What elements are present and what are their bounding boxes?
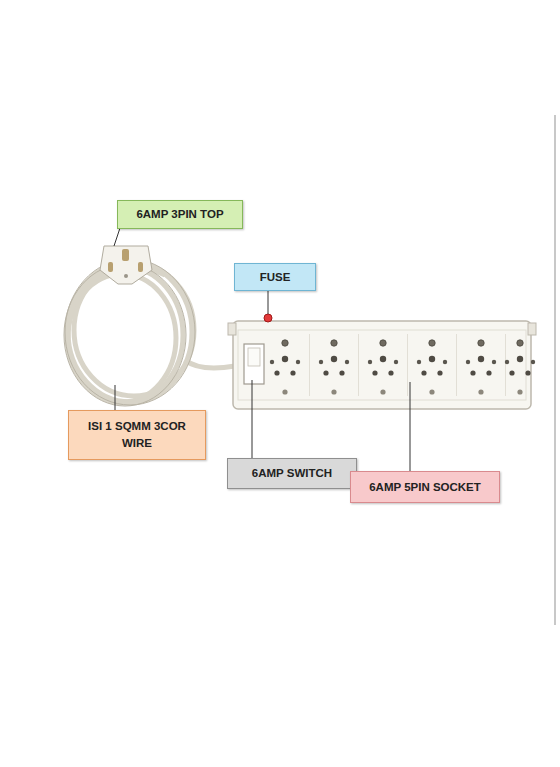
socket-hole [323,370,328,375]
socket-divider [407,334,408,396]
callout-text: ISI 1 SQMM 3COR WIRE [75,418,199,452]
socket-hole [466,360,470,364]
socket-hole [517,389,522,394]
socket-hole [492,360,496,364]
socket-hole [486,370,491,375]
socket-row [270,334,535,396]
socket-divider [358,334,359,396]
extension-board [228,321,536,409]
socket-hole [282,389,287,394]
socket-hole [296,360,300,364]
callout-text: 6AMP SWITCH [252,465,332,482]
switch-callout: 6AMP SWITCH [227,458,357,489]
fuse-callout: FUSE [234,263,316,291]
socket-divider [456,334,457,396]
socket-hole [331,340,337,346]
plug-top [100,246,152,284]
wire-callout: ISI 1 SQMM 3COR WIRE [68,410,206,460]
socket-hole [478,356,484,362]
socket-hole [517,356,523,362]
socket-hole [368,360,372,364]
socket-hole [380,389,385,394]
socket-hole [380,340,386,346]
switch [244,344,264,384]
callout-text: 6AMP 5PIN SOCKET [369,479,481,496]
socket-hole [417,360,421,364]
socket-hole [345,360,349,364]
socket-hole [470,370,475,375]
socket-hole [274,370,279,375]
socket-divider [505,334,506,396]
socket-hole [282,340,288,346]
socket-divider [309,334,310,396]
plug-callout: 6AMP 3PIN TOP [117,200,243,229]
socket-hole [394,360,398,364]
coiled-cable [67,262,235,403]
socket-hole [290,370,295,375]
socket-hole [270,360,274,364]
socket-hole [331,356,337,362]
page-edge [554,115,556,625]
socket-hole [372,370,377,375]
callout-text: 6AMP 3PIN TOP [136,206,223,223]
fuse-cap [264,314,272,322]
socket-hole [380,356,386,362]
callout-text: FUSE [260,269,291,286]
socket-hole [509,370,514,375]
socket-hole [429,340,435,346]
socket-hole [505,360,509,364]
socket-hole [282,356,288,362]
socket-hole [531,360,535,364]
socket-hole [478,389,483,394]
socket-hole [478,340,484,346]
socket-hole [319,360,323,364]
socket-hole [421,370,426,375]
socket-hole [429,356,435,362]
socket-hole [517,340,523,346]
socket-hole [388,370,393,375]
socket-callout: 6AMP 5PIN SOCKET [350,471,500,503]
socket-hole [429,389,434,394]
socket-hole [339,370,344,375]
socket-hole [443,360,447,364]
socket-hole [331,389,336,394]
socket-hole [525,370,530,375]
socket-hole [437,370,442,375]
